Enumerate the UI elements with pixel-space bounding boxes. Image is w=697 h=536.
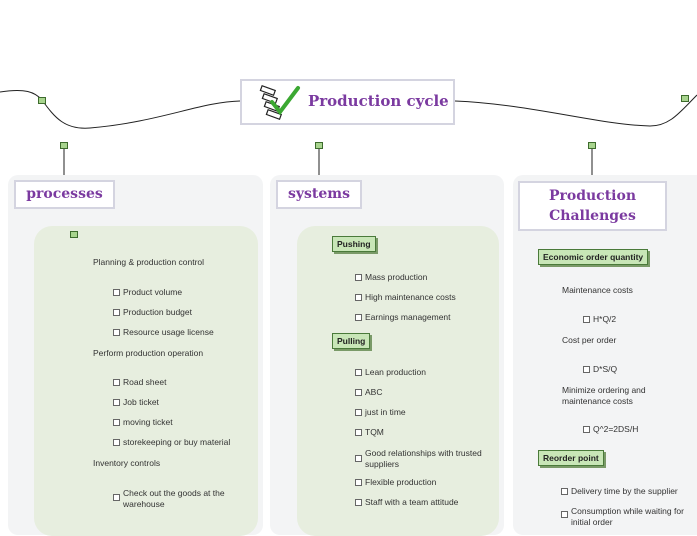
- reorder-point-tag[interactable]: Reorder point: [538, 450, 604, 466]
- pushing-item[interactable]: Mass production: [365, 272, 428, 282]
- process-item[interactable]: moving ticket: [123, 417, 173, 427]
- pushing-item[interactable]: Earnings management: [365, 312, 451, 322]
- connector-node[interactable]: [38, 97, 46, 104]
- checkbox[interactable]: [113, 309, 120, 316]
- process-item[interactable]: Inventory controls: [93, 458, 161, 468]
- checkbox[interactable]: [113, 419, 120, 426]
- challenge-item[interactable]: Maintenance costs: [562, 285, 633, 295]
- pulling-item[interactable]: Staff with a team attitude: [365, 497, 459, 507]
- process-item[interactable]: Perform production operation: [93, 348, 204, 358]
- challenge-item[interactable]: D*S/Q: [593, 364, 618, 374]
- checkbox[interactable]: [113, 494, 120, 501]
- pulling-item[interactable]: just in time: [365, 407, 406, 417]
- checkbox[interactable]: [355, 409, 362, 416]
- process-item[interactable]: Product volume: [123, 287, 183, 297]
- challenge-item[interactable]: Consumption while waiting for initial or…: [571, 506, 684, 527]
- central-topic[interactable]: Production cycle: [240, 79, 455, 125]
- challenge-item[interactable]: H*Q/2: [593, 314, 617, 324]
- challenges-topic[interactable]: Production Challenges: [518, 181, 667, 231]
- connector-node[interactable]: [681, 95, 689, 102]
- checkbox[interactable]: [113, 379, 120, 386]
- process-item[interactable]: Check out the goods at the warehouse: [123, 488, 225, 509]
- checkbox[interactable]: [583, 316, 590, 323]
- checkbox[interactable]: [355, 369, 362, 376]
- process-item[interactable]: storekeeping or buy material: [123, 437, 231, 447]
- pulling-item[interactable]: Flexible production: [365, 477, 437, 487]
- connector-node[interactable]: [60, 142, 68, 149]
- checkbox[interactable]: [113, 399, 120, 406]
- connector-node[interactable]: [70, 231, 78, 238]
- checkbox[interactable]: [355, 274, 362, 281]
- pulling-item[interactable]: TQM: [365, 427, 384, 437]
- checkbox[interactable]: [113, 289, 120, 296]
- checkbox[interactable]: [583, 426, 590, 433]
- challenge-item[interactable]: Q^2=2DS/H: [593, 424, 639, 434]
- process-item[interactable]: Road sheet: [123, 377, 167, 387]
- checkbox[interactable]: [355, 294, 362, 301]
- connector-node[interactable]: [588, 142, 596, 149]
- pushing-item[interactable]: High maintenance costs: [365, 292, 456, 302]
- checkbox[interactable]: [355, 389, 362, 396]
- checkbox[interactable]: [583, 366, 590, 373]
- central-title: Production cycle: [308, 92, 449, 110]
- process-item[interactable]: Resource usage license: [123, 327, 214, 337]
- checkbox[interactable]: [355, 479, 362, 486]
- pulling-item[interactable]: Good relationships with trusted supplier…: [365, 448, 482, 469]
- checkbox[interactable]: [355, 455, 362, 462]
- process-item[interactable]: Job ticket: [123, 397, 159, 407]
- checkbox[interactable]: [355, 429, 362, 436]
- processes-region: [34, 226, 258, 536]
- systems-topic[interactable]: systems: [276, 180, 362, 209]
- checkbox[interactable]: [113, 439, 120, 446]
- challenges-panel: [513, 175, 697, 535]
- checkbox[interactable]: [355, 499, 362, 506]
- process-item[interactable]: Production budget: [123, 307, 192, 317]
- eoq-tag[interactable]: Economic order quantity: [538, 249, 649, 265]
- pulling-tag[interactable]: Pulling: [332, 333, 371, 349]
- processes-topic[interactable]: processes: [14, 180, 115, 209]
- checklist-icon: [259, 84, 300, 120]
- challenge-item[interactable]: Delivery time by the supplier: [571, 486, 678, 496]
- challenge-item[interactable]: Minimize ordering and maintenance costs: [562, 385, 646, 406]
- pushing-tag[interactable]: Pushing: [332, 236, 376, 252]
- checkbox[interactable]: [561, 488, 568, 495]
- checkbox[interactable]: [355, 314, 362, 321]
- pulling-item[interactable]: Lean production: [365, 367, 426, 377]
- pulling-item[interactable]: ABC: [365, 387, 383, 397]
- checkbox[interactable]: [561, 511, 568, 518]
- checkbox[interactable]: [113, 329, 120, 336]
- systems-region: [297, 226, 499, 536]
- process-item[interactable]: Planning & production control: [93, 257, 205, 267]
- challenge-item[interactable]: Cost per order: [562, 335, 617, 345]
- connector-node[interactable]: [315, 142, 323, 149]
